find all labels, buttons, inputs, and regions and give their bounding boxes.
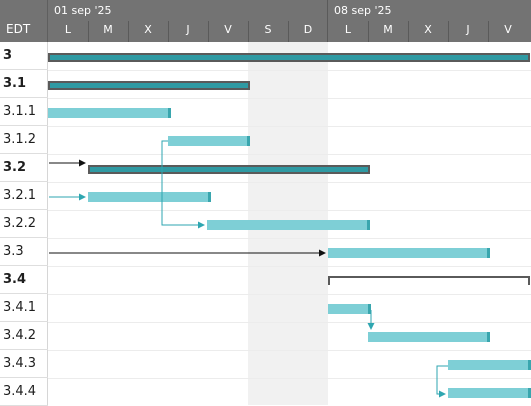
week-label-2: 08 sep '25: [334, 4, 392, 17]
day-separator: [488, 21, 489, 42]
task-bar-3-1-2[interactable]: [168, 136, 250, 146]
day-separator: [88, 21, 89, 42]
row-divider: [48, 378, 531, 379]
task-bar-3-4-4[interactable]: [448, 388, 531, 398]
row-divider: [48, 210, 531, 211]
day-label: L: [344, 23, 352, 36]
day-separator: [448, 21, 449, 42]
link-arrow: [436, 365, 448, 398]
summary-bar-3[interactable]: [48, 53, 530, 62]
day-label: X: [144, 23, 152, 36]
row-divider: [48, 98, 531, 99]
row-divider: [48, 322, 531, 323]
day-separator: [327, 21, 328, 42]
row-label[interactable]: 3.3: [0, 238, 48, 266]
wbs-column-header: EDT: [0, 0, 48, 42]
day-label: M: [103, 23, 113, 36]
task-bar-3-4-3[interactable]: [448, 360, 531, 370]
day-separator: [408, 21, 409, 42]
day-label: V: [504, 23, 512, 36]
day-label: S: [264, 23, 272, 36]
day-label: M: [383, 23, 393, 36]
summary-bar-3-4[interactable]: [328, 276, 530, 285]
day-separator: [248, 21, 249, 42]
week-separator: [327, 0, 328, 21]
row-label[interactable]: 3.1.1: [0, 98, 48, 126]
day-separator: [208, 21, 209, 42]
task-bar-3-4-1[interactable]: [328, 304, 371, 314]
day-separator: [168, 21, 169, 42]
wbs-column: [0, 0, 48, 405]
task-bar-3-3[interactable]: [328, 248, 490, 258]
day-label: D: [303, 23, 313, 36]
row-label[interactable]: 3.2: [0, 154, 48, 182]
day-separator: [288, 21, 289, 42]
row-label[interactable]: 3.4.4: [0, 378, 48, 406]
timeline-header: 01 sep '25 08 sep '25 L M X J V S D L M …: [48, 0, 531, 42]
task-bar-3-1-1[interactable]: [48, 108, 171, 118]
row-label[interactable]: 3.4.1: [0, 294, 48, 322]
row-divider: [48, 238, 531, 239]
row-label[interactable]: 3.1.2: [0, 126, 48, 154]
row-divider: [48, 350, 531, 351]
wbs-header-label: EDT: [6, 22, 31, 36]
row-divider: [48, 182, 531, 183]
task-bar-3-4-2[interactable]: [368, 332, 490, 342]
task-bar-3-2-1[interactable]: [88, 192, 211, 202]
row-divider: [48, 126, 531, 127]
row-label[interactable]: 3.1: [0, 70, 48, 98]
day-label: V: [224, 23, 232, 36]
task-bar-3-2-2[interactable]: [207, 220, 370, 230]
day-separator: [128, 21, 129, 42]
day-label: J: [466, 23, 470, 36]
day-separator: [368, 21, 369, 42]
day-label: J: [186, 23, 190, 36]
summary-bar-3-2[interactable]: [88, 165, 370, 174]
row-divider: [48, 266, 531, 267]
row-label[interactable]: 3: [0, 42, 48, 70]
row-label[interactable]: 3.2.2: [0, 210, 48, 238]
row-label[interactable]: 3.4.2: [0, 322, 48, 350]
row-divider: [48, 70, 531, 71]
row-divider: [48, 294, 531, 295]
summary-bar-3-1[interactable]: [48, 81, 250, 90]
day-label: X: [424, 23, 432, 36]
row-label[interactable]: 3.4: [0, 266, 48, 294]
row-divider: [48, 154, 531, 155]
row-label[interactable]: 3.2.1: [0, 182, 48, 210]
week-label-1: 01 sep '25: [54, 4, 112, 17]
day-label: L: [64, 23, 72, 36]
row-label[interactable]: 3.4.3: [0, 350, 48, 378]
